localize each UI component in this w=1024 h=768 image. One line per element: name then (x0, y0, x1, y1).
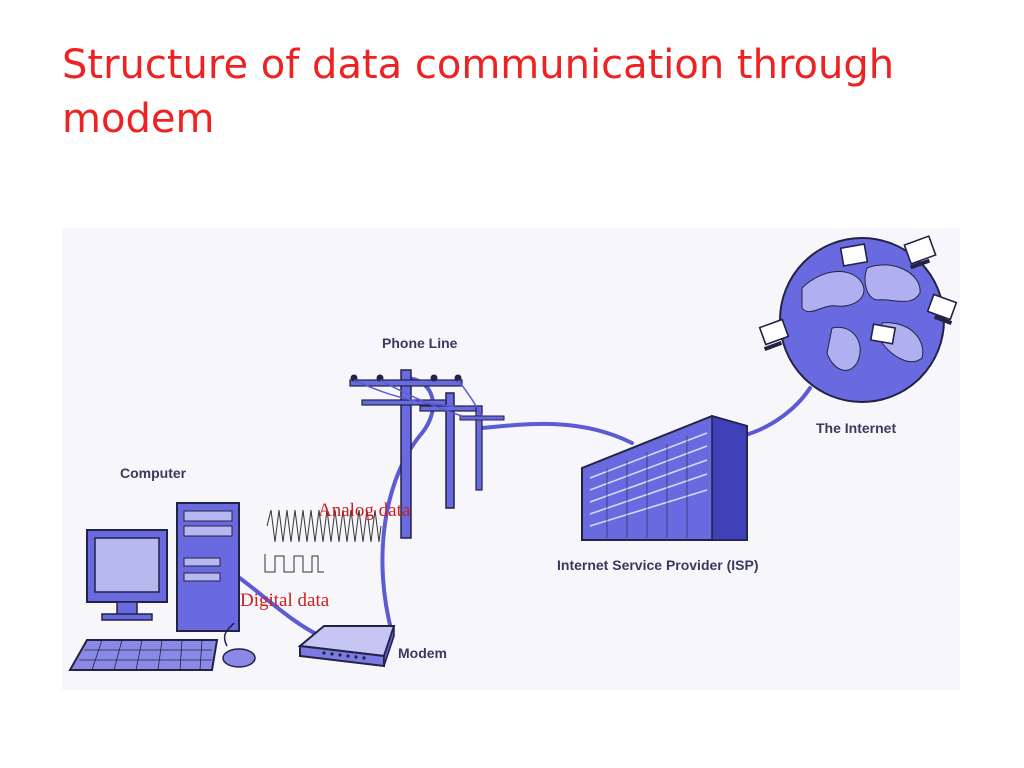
isp-building-icon (581, 414, 748, 541)
modem-communication-diagram: Phone Line The Internet Computer Interne… (62, 228, 960, 690)
globe-icon (758, 235, 958, 403)
digital-data-label: Digital data (240, 590, 330, 611)
computer-icon (68, 502, 256, 671)
telephone-pole-icon (349, 369, 505, 539)
modem-icon (297, 625, 396, 668)
digital-wave-icon (264, 554, 324, 573)
pole-to-isp-cable (480, 421, 634, 445)
isp-to-internet-cable (740, 386, 812, 438)
internet-label: The Internet (816, 420, 896, 436)
isp-label: Internet Service Provider (ISP) (557, 557, 759, 573)
computer-label: Computer (120, 465, 187, 481)
computer-to-modem-cable (235, 574, 326, 640)
analog-data-label: Analog data (318, 500, 411, 521)
slide-title: Structure of data communication through … (62, 42, 895, 142)
modem-label: Modem (398, 645, 447, 661)
analog-wave-icon (266, 509, 382, 543)
phone-line-label: Phone Line (382, 335, 458, 351)
